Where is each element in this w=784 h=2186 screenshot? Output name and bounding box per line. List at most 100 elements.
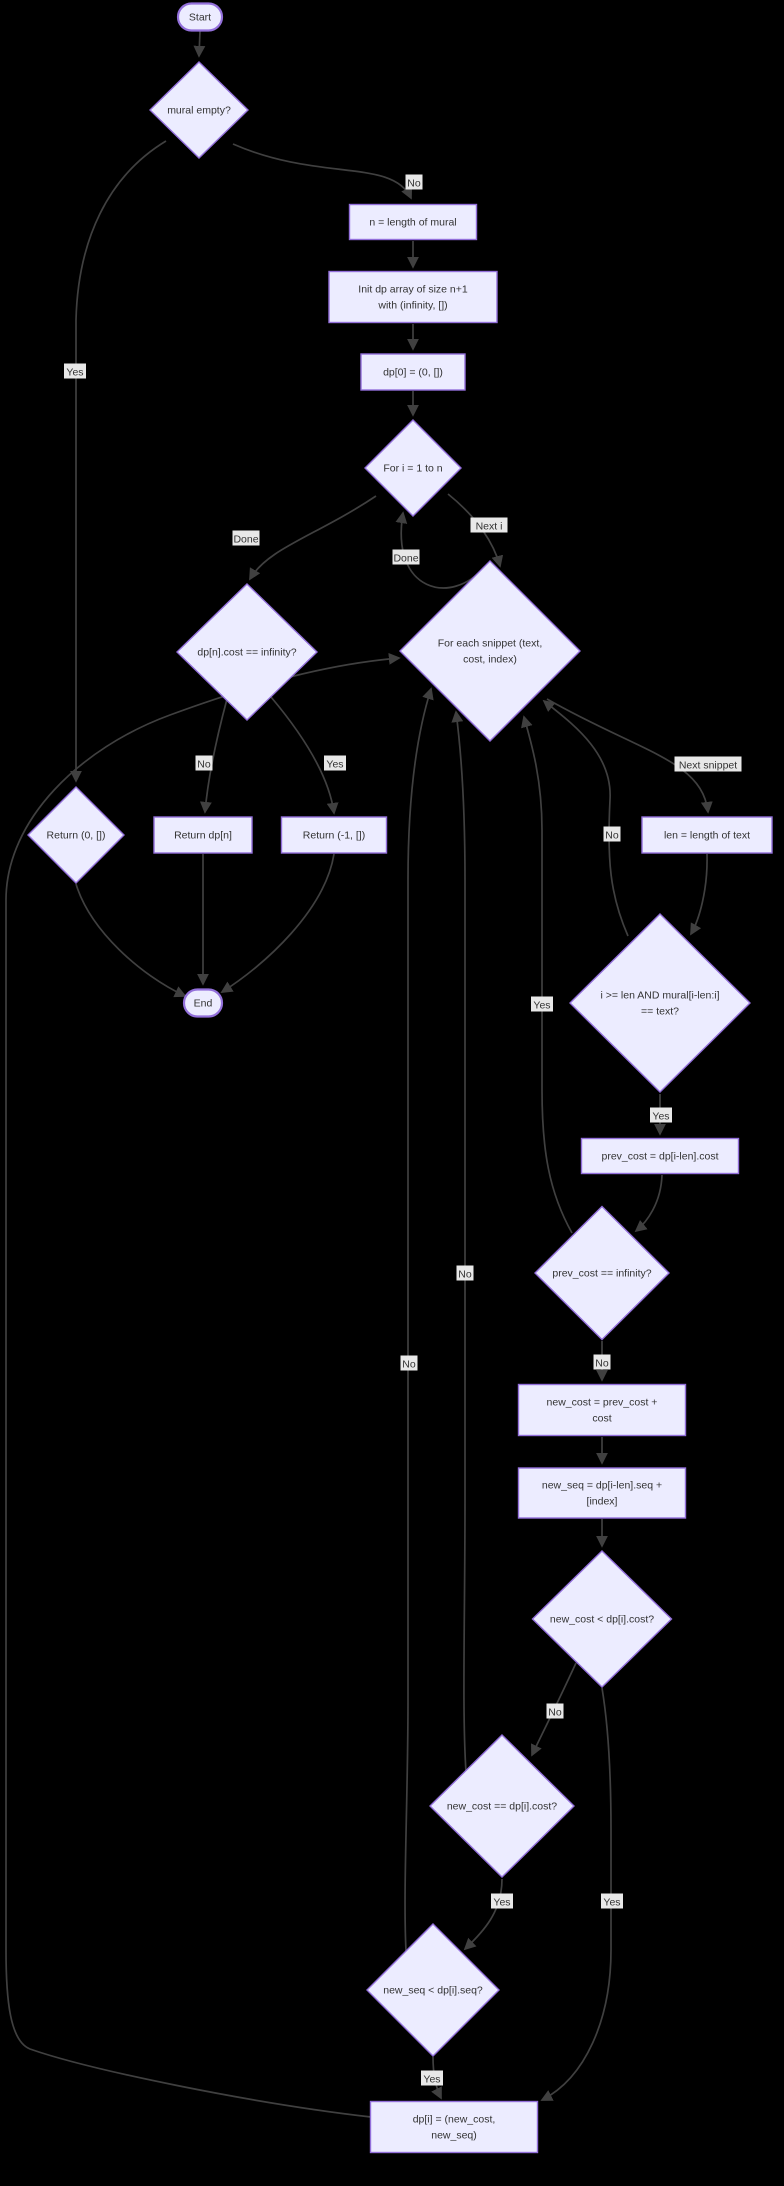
node-nc-lt: new_cost < dp[i].cost? bbox=[531, 1550, 673, 1688]
edge-label-no: No bbox=[400, 1355, 418, 1371]
return-0-shape bbox=[27, 786, 125, 884]
edge-label-bg bbox=[674, 756, 742, 772]
node-label: Init dp array of size n+1 bbox=[358, 284, 468, 296]
edge-i-ge-len-to-for-each-snippet bbox=[542, 699, 629, 937]
edge-label-bg bbox=[195, 755, 213, 771]
node-ns-lt: new_seq < dp[i].seq? bbox=[366, 1923, 500, 2057]
node-label: new_seq < dp[i].seq? bbox=[383, 1985, 483, 1997]
start-shape bbox=[176, 2, 224, 32]
edge-label-text: Yes bbox=[493, 1897, 510, 1909]
edge-label-text: Yes bbox=[533, 1000, 550, 1012]
edge-nc-eq-to-for-each-snippet bbox=[451, 710, 467, 1773]
edge-label-bg bbox=[470, 517, 508, 533]
dpi-set-shape bbox=[369, 2100, 539, 2154]
node-label: new_cost < dp[i].cost? bbox=[550, 1614, 654, 1626]
node-label: with (infinity, []) bbox=[377, 300, 447, 312]
edge-label-bg bbox=[400, 1355, 418, 1371]
edge-label-no: No bbox=[593, 1354, 611, 1370]
edge-start-to-mural-empty bbox=[193, 30, 206, 58]
edge-prev-cost-to-prev-inf bbox=[634, 1174, 663, 1233]
edge-label-text: No bbox=[605, 830, 619, 842]
edge-label-no: No bbox=[405, 174, 423, 190]
edge-label-done: Done bbox=[392, 549, 420, 565]
len-text-shape bbox=[641, 816, 773, 854]
edge-label-bg bbox=[232, 530, 260, 546]
node-label: mural empty? bbox=[167, 105, 231, 117]
edge-label-bg bbox=[456, 1265, 474, 1281]
node-dpi-set: dp[i] = (new_cost,new_seq) bbox=[369, 2100, 539, 2154]
edge-label-text: No bbox=[458, 1269, 472, 1281]
edge-ns-lt-to-for-each-snippet bbox=[404, 687, 434, 1952]
edge-label-yes: Yes bbox=[601, 1893, 623, 1909]
node-label: For i = 1 to n bbox=[383, 463, 442, 475]
edge-return-neg1-to-end bbox=[220, 853, 335, 993]
edge-label-text: No bbox=[595, 1358, 609, 1370]
edge-label-no: No bbox=[603, 826, 621, 842]
node-prev-inf: prev_cost == infinity? bbox=[534, 1205, 670, 1341]
edge-label-bg bbox=[405, 174, 423, 190]
node-label: Start bbox=[189, 12, 211, 24]
edge-nc-lt-to-dpi-set bbox=[540, 1687, 612, 2101]
edge-label-done: Done bbox=[232, 530, 260, 546]
node-dp0: dp[0] = (0, []) bbox=[360, 353, 466, 391]
edge-dpn-cost-inf-to-return-neg1 bbox=[270, 696, 339, 815]
edge-label-text: Yes bbox=[652, 1111, 669, 1123]
edge-label-bg bbox=[601, 1893, 623, 1909]
edge-label-bg bbox=[421, 2070, 443, 2086]
node-return-neg1: Return (-1, []) bbox=[280, 816, 388, 854]
edge-label-yes: Yes bbox=[421, 2070, 443, 2086]
edge-label-next-snippet: Next snippet bbox=[674, 756, 742, 772]
edge-label-bg bbox=[491, 1893, 513, 1909]
edge-for-each-snippet-to-len-text bbox=[546, 698, 713, 814]
edge-label-text: Yes bbox=[326, 759, 343, 771]
return-neg1-shape bbox=[280, 816, 388, 854]
node-n-length: n = length of mural bbox=[348, 203, 478, 241]
node-return-dpn: Return dp[n] bbox=[153, 816, 253, 854]
for-each-snippet-shape bbox=[399, 560, 581, 742]
edge-label-yes: Yes bbox=[491, 1893, 513, 1909]
ns-lt-shape bbox=[366, 1923, 500, 2057]
node-label: prev_cost = dp[i-len].cost bbox=[601, 1151, 718, 1163]
node-label: Return (0, []) bbox=[47, 830, 106, 842]
i-ge-len-shape bbox=[569, 913, 751, 1093]
edge-mural-empty-to-return-0 bbox=[70, 140, 167, 783]
node-len-text: len = length of text bbox=[641, 816, 773, 854]
node-label: new_seq = dp[i-len].seq + bbox=[542, 1480, 662, 1492]
edge-label-bg bbox=[593, 1354, 611, 1370]
edge-for-each-snippet-to-for-i bbox=[395, 511, 485, 589]
node-label: i >= len AND mural[i-len:i] bbox=[600, 990, 719, 1002]
dp0-shape bbox=[360, 353, 466, 391]
edge-label-no: No bbox=[456, 1265, 474, 1281]
node-label: dp[i] = (new_cost, bbox=[413, 2114, 496, 2126]
node-for-each-snippet: For each snippet (text,cost, index) bbox=[399, 560, 581, 742]
node-nc-eq: new_cost == dp[i].cost? bbox=[429, 1734, 575, 1878]
edge-label-text: Done bbox=[393, 553, 418, 565]
edge-label-bg bbox=[64, 363, 86, 379]
node-return-0: Return (0, []) bbox=[27, 786, 125, 884]
edge-label-no: No bbox=[195, 755, 213, 771]
edge-label-text: Yes bbox=[603, 1897, 620, 1909]
node-start: Start bbox=[176, 2, 224, 32]
edge-label-yes: Yes bbox=[64, 363, 86, 379]
for-i-shape bbox=[364, 419, 462, 517]
node-label: dp[0] = (0, []) bbox=[383, 367, 443, 379]
node-label: [index] bbox=[587, 1496, 618, 1508]
prev-cost-shape bbox=[580, 1137, 740, 1175]
node-label: len = length of text bbox=[664, 830, 750, 842]
edge-dpn-cost-inf-to-return-dpn bbox=[199, 698, 228, 814]
edge-label-text: No bbox=[402, 1359, 416, 1371]
edge-label-no: No bbox=[546, 1703, 564, 1719]
node-label: dp[n].cost == infinity? bbox=[197, 647, 296, 659]
new-cost-shape bbox=[517, 1383, 687, 1437]
edge-label-text: Yes bbox=[66, 367, 83, 379]
node-prev-cost: prev_cost = dp[i-len].cost bbox=[580, 1137, 740, 1175]
edge-label-text: Done bbox=[233, 534, 258, 546]
node-label: n = length of mural bbox=[369, 217, 456, 229]
edge-prev-inf-to-for-each-snippet bbox=[521, 715, 573, 1234]
edge-label-yes: Yes bbox=[650, 1107, 672, 1123]
node-label: Return dp[n] bbox=[174, 830, 232, 842]
node-dpn-cost-inf: dp[n].cost == infinity? bbox=[175, 583, 319, 721]
